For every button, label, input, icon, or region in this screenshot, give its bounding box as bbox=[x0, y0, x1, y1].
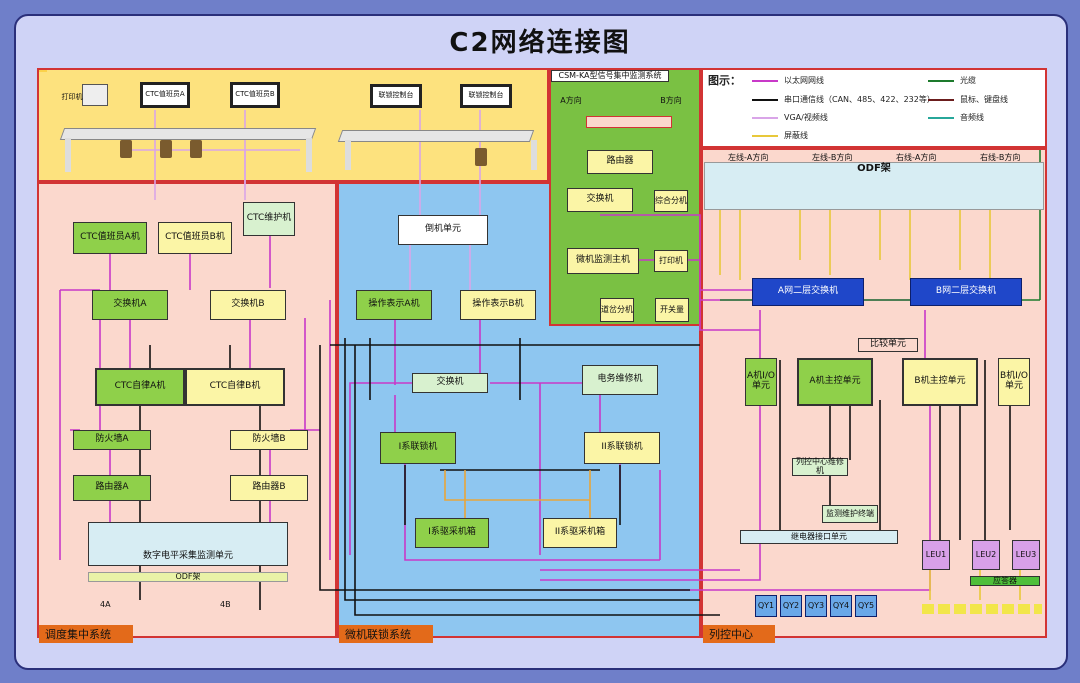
legend-serial: 串口通信线（CAN、485、422、232等） bbox=[784, 95, 935, 104]
qy-3[interactable]: QY3 bbox=[805, 595, 827, 617]
legend-line-fiber bbox=[928, 80, 954, 82]
tcc-a-net-node[interactable]: A网二层交换机 bbox=[752, 278, 864, 306]
label-train-control: 列控中心 bbox=[703, 625, 775, 643]
speaker-icon bbox=[120, 140, 132, 158]
legend-line-shield bbox=[752, 135, 778, 137]
tcc-odf-frame: ODF架 bbox=[704, 162, 1044, 210]
ctc-duty-b-node[interactable]: CTC值班员B机 bbox=[158, 222, 232, 254]
legend-line-audio bbox=[928, 117, 954, 119]
leu-1[interactable]: LEU1 bbox=[922, 540, 950, 570]
csm-ext3-node[interactable]: 道岔分机 bbox=[600, 298, 634, 322]
legend-audio: 音频线 bbox=[960, 113, 984, 122]
csm-dir-b: B方向 bbox=[660, 95, 682, 105]
op-b-node[interactable]: 操作表示B机 bbox=[460, 290, 536, 320]
printer-label: 打印机 bbox=[61, 93, 83, 102]
monitor-console-b[interactable]: 联锁控制台 bbox=[460, 84, 512, 108]
switch-a-node[interactable]: 交换机A bbox=[92, 290, 168, 320]
label-operations bbox=[39, 70, 47, 72]
qy-5[interactable]: QY5 bbox=[855, 595, 877, 617]
legend-fiber: 光缆 bbox=[960, 76, 976, 85]
csm-monitor-node[interactable]: 微机监测主机 bbox=[567, 248, 639, 274]
tcc-dir-2: 左线-B方向 bbox=[812, 153, 853, 162]
tcc-b-io-node[interactable]: B机I/O单元 bbox=[998, 358, 1030, 406]
tcc-dir-1: 左线-A方向 bbox=[728, 153, 769, 162]
router-b-node[interactable]: 路由器B bbox=[230, 475, 308, 501]
speaker-icon bbox=[190, 140, 202, 158]
legend-title: 图示： bbox=[708, 74, 741, 87]
balise-bar: 应答器 bbox=[970, 576, 1040, 586]
tcc-dir-4: 右线-B方向 bbox=[980, 153, 1021, 162]
tcc-relay-node[interactable]: 继电器接口单元 bbox=[740, 530, 898, 544]
csm-ext4-node[interactable]: 开关量 bbox=[655, 298, 689, 322]
csm-switch-node[interactable]: 交换机 bbox=[567, 188, 633, 212]
ctc-auto-a-node[interactable]: CTC自律A机 bbox=[95, 368, 185, 406]
legend-ethernet: 以太网网线 bbox=[784, 76, 824, 85]
router-a-node[interactable]: 路由器A bbox=[73, 475, 151, 501]
qy-4[interactable]: QY4 bbox=[830, 595, 852, 617]
speaker-icon bbox=[160, 140, 172, 158]
i-cabinet-node[interactable]: I系驱采机箱 bbox=[415, 518, 489, 548]
ii-cabinet-node[interactable]: II系驱采机箱 bbox=[543, 518, 617, 548]
leu-2[interactable]: LEU2 bbox=[972, 540, 1000, 570]
firewall-b-node[interactable]: 防火墙B bbox=[230, 430, 308, 450]
ctc-maint-node[interactable]: CTC维护机 bbox=[243, 202, 295, 236]
tcc-dir-3: 右线-A方向 bbox=[896, 153, 937, 162]
op-a-node[interactable]: 操作表示A机 bbox=[356, 290, 432, 320]
ctc-duty-a-node[interactable]: CTC值班员A机 bbox=[73, 222, 147, 254]
legend-mouse: 鼠标、键盘线 bbox=[960, 95, 1008, 104]
csm-ext1-node[interactable]: 综合分机 bbox=[654, 190, 688, 212]
monitor-duty-b[interactable]: CTC值班员B bbox=[230, 82, 280, 108]
desk-left-legs bbox=[65, 138, 312, 172]
legend-line-serial bbox=[752, 99, 778, 101]
interlock-switch-node[interactable]: 交换机 bbox=[412, 373, 488, 393]
qy-2[interactable]: QY2 bbox=[780, 595, 802, 617]
monitor-console-a[interactable]: 联锁控制台 bbox=[370, 84, 422, 108]
dispatch-odf: ODF架 bbox=[88, 572, 288, 582]
desk-right-legs bbox=[345, 140, 537, 170]
qy-1[interactable]: QY1 bbox=[755, 595, 777, 617]
ctc-auto-b-node[interactable]: CTC自律B机 bbox=[185, 368, 285, 406]
label-interlocking: 微机联锁系统 bbox=[339, 625, 433, 643]
tcc-a-main-node[interactable]: A机主控单元 bbox=[797, 358, 873, 406]
i-link-node[interactable]: I系联锁机 bbox=[380, 432, 456, 464]
switch-b-node[interactable]: 交换机B bbox=[210, 290, 286, 320]
legend-line-ethernet bbox=[752, 80, 778, 82]
leu-3[interactable]: LEU3 bbox=[1012, 540, 1040, 570]
csm-dir-a: A方向 bbox=[560, 95, 582, 105]
balise-row bbox=[922, 604, 1042, 614]
adapter-node[interactable]: 数字电平采集监测单元 bbox=[88, 522, 288, 566]
diagram-title: C2网络连接图 bbox=[449, 28, 631, 58]
legend-line-vga bbox=[752, 117, 778, 119]
monitor-duty-a[interactable]: CTC值班员A bbox=[140, 82, 190, 108]
speaker-icon bbox=[475, 148, 487, 166]
csm-router-node[interactable]: 路由器 bbox=[587, 150, 653, 174]
tcc-monitor-node[interactable]: 监测维护终端 bbox=[822, 505, 878, 523]
legend-vga: VGA/视频线 bbox=[784, 113, 828, 122]
ctrl-unit-node[interactable]: 倒机单元 bbox=[398, 215, 488, 245]
printer-icon bbox=[82, 84, 108, 106]
csm-odf-strip bbox=[586, 116, 672, 128]
tcc-b-main-node[interactable]: B机主控单元 bbox=[902, 358, 978, 406]
tcc-compare-node[interactable]: 比较单元 bbox=[858, 338, 918, 352]
port-4a-label: 4A bbox=[100, 600, 111, 609]
port-4b-label: 4B bbox=[220, 600, 231, 609]
firewall-a-node[interactable]: 防火墙A bbox=[73, 430, 151, 450]
tcc-a-io-node[interactable]: A机I/O单元 bbox=[745, 358, 777, 406]
label-dispatch: 调度集中系统 bbox=[39, 625, 133, 643]
legend-shield: 屏蔽线 bbox=[784, 131, 808, 140]
tcc-b-net-node[interactable]: B网二层交换机 bbox=[910, 278, 1022, 306]
ii-link-node[interactable]: II系联锁机 bbox=[584, 432, 660, 464]
label-csm: CSM-KA型信号集中监测系统 bbox=[551, 70, 669, 82]
legend-line-mouse bbox=[928, 99, 954, 101]
csm-ext2-node[interactable]: 打印机 bbox=[654, 250, 688, 272]
maint-node[interactable]: 电务维修机 bbox=[582, 365, 658, 395]
tcc-maint-node[interactable]: 列控中心维修机 bbox=[792, 457, 848, 476]
